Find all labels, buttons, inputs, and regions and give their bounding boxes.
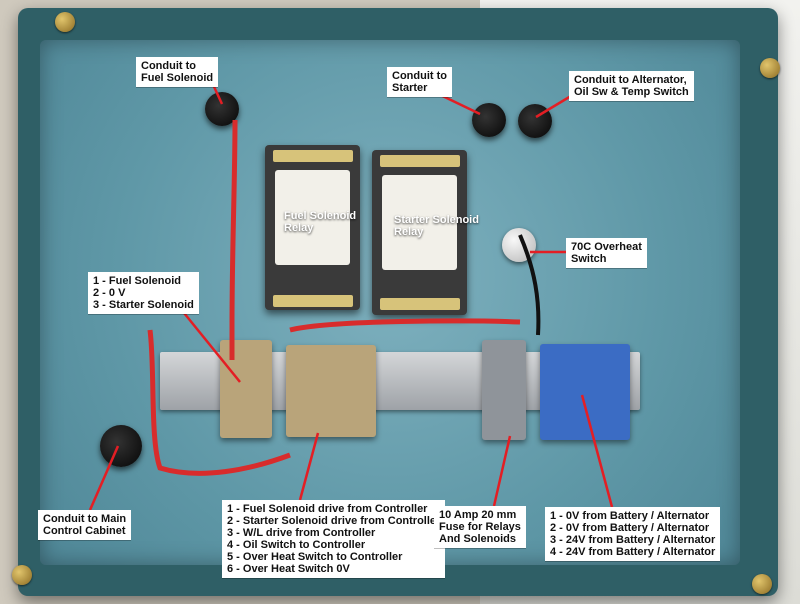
label-line: 3 - W/L drive from Controller <box>227 527 376 539</box>
label-line: 2 - Starter Solenoid drive from Controll… <box>227 515 441 527</box>
terminal-block-controller <box>286 345 376 437</box>
label-line: Switch <box>571 253 607 265</box>
label-line: Relay <box>284 222 314 234</box>
label-line: Fuse for Relays <box>439 521 521 533</box>
label-left-terminals: 1 - Fuel Solenoid 2 - 0 V 3 - Starter So… <box>88 272 199 314</box>
label-controller-terminals: 1 - Fuel Solenoid drive from Controller … <box>222 500 446 578</box>
label-fuel-conduit: Conduit to Fuel Solenoid <box>136 57 219 87</box>
label-line: 10 Amp 20 mm <box>439 509 517 521</box>
relay-terminal-strip <box>273 295 353 307</box>
label-line: Conduit to <box>392 70 447 82</box>
label-line: Oil Sw & Temp Switch <box>574 86 689 98</box>
corner-screw <box>760 58 780 78</box>
conduit-alternator <box>518 104 552 138</box>
conduit-fuel <box>205 92 239 126</box>
label-line: 3 - 24V from Battery / Alternator <box>550 534 716 546</box>
label-battery-terminals: 1 - 0V from Battery / Alternator 2 - 0V … <box>545 507 721 561</box>
label-line: Fuel Solenoid <box>141 72 214 84</box>
label-main-cabinet: Conduit to Main Control Cabinet <box>38 510 132 540</box>
label-overheat-switch: 70C Overheat Switch <box>566 238 647 268</box>
conduit-main-cabinet <box>100 425 142 467</box>
label-line: 2 - 0V from Battery / Alternator <box>550 522 710 534</box>
label-line: Conduit to <box>141 60 196 72</box>
label-starter-relay: Starter Solenoid Relay <box>394 214 479 238</box>
label-line: 1 - Fuel Solenoid <box>93 275 182 287</box>
label-line: Control Cabinet <box>43 525 126 537</box>
label-line: 70C Overheat <box>571 241 642 253</box>
label-line: And Solenoids <box>439 533 516 545</box>
label-line: Starter Solenoid <box>394 214 479 226</box>
label-line: 3 - Starter Solenoid <box>93 299 194 311</box>
fuel-solenoid-relay <box>265 145 360 310</box>
label-line: 4 - 24V from Battery / Alternator <box>550 546 716 558</box>
label-line: 4 - Oil Switch to Controller <box>227 539 366 551</box>
label-line: 5 - Over Heat Switch to Controller <box>227 551 403 563</box>
label-line: Conduit to Alternator, <box>574 74 687 86</box>
relay-terminal-strip <box>273 150 353 162</box>
terminal-block-left <box>220 340 272 438</box>
label-line: Relay <box>394 226 424 238</box>
corner-screw <box>55 12 75 32</box>
fuse-holder <box>482 340 526 440</box>
label-line: Starter <box>392 82 428 94</box>
label-line: 1 - 0V from Battery / Alternator <box>550 510 710 522</box>
label-starter-conduit: Conduit to Starter <box>387 67 452 97</box>
label-fuse: 10 Amp 20 mm Fuse for Relays And Solenoi… <box>434 506 526 548</box>
label-fuel-relay: Fuel Solenoid Relay <box>284 210 356 234</box>
label-line: 6 - Over Heat Switch 0V <box>227 563 350 575</box>
relay-terminal-strip <box>380 155 460 167</box>
relay-terminal-strip <box>380 298 460 310</box>
label-alternator-conduit: Conduit to Alternator, Oil Sw & Temp Swi… <box>569 71 694 101</box>
conduit-starter <box>472 103 506 137</box>
label-line: Fuel Solenoid <box>284 210 357 222</box>
corner-screw <box>12 565 32 585</box>
corner-screw <box>752 574 772 594</box>
label-line: 1 - Fuel Solenoid drive from Controller <box>227 503 428 515</box>
terminal-block-battery <box>540 344 630 440</box>
label-line: Conduit to Main <box>43 513 127 525</box>
starter-solenoid-relay <box>372 150 467 315</box>
overheat-switch-body <box>502 228 536 262</box>
label-line: 2 - 0 V <box>93 287 126 299</box>
